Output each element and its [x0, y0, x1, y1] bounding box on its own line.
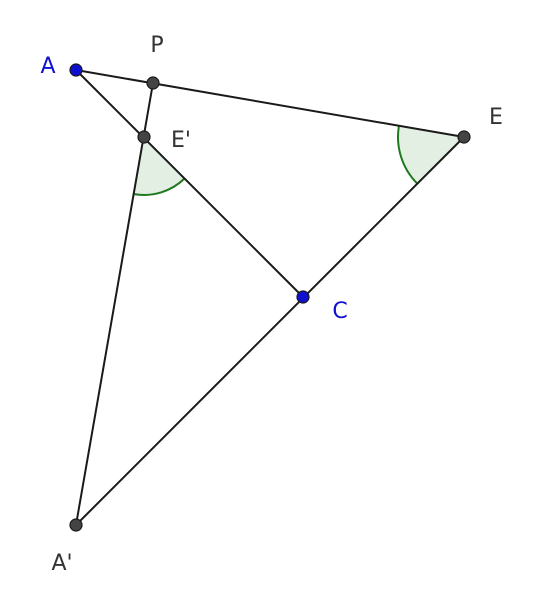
- label-c: C: [332, 299, 347, 324]
- angle-e-sector: [398, 125, 464, 184]
- angle-e1-sector: [133, 137, 185, 196]
- label-a: A: [40, 54, 55, 79]
- segment-a-c[interactable]: [75, 69, 304, 298]
- point-a1[interactable]: [69, 518, 83, 532]
- angle-markers: [133, 125, 464, 196]
- points: [69, 63, 471, 532]
- point-e[interactable]: [457, 130, 471, 144]
- segment-a1-e[interactable]: [75, 136, 465, 526]
- point-p[interactable]: [146, 76, 160, 90]
- label-a1: A': [51, 551, 72, 576]
- label-e: E: [489, 105, 503, 130]
- point-a[interactable]: [69, 63, 83, 77]
- angle-e-arc: [397, 125, 419, 185]
- segment-a-e[interactable]: [75, 69, 465, 138]
- segment-p-a1[interactable]: [75, 82, 154, 526]
- point-e1[interactable]: [137, 130, 151, 144]
- point-c[interactable]: [296, 290, 310, 304]
- label-e1: E': [171, 128, 191, 153]
- angle-e1-arc: [133, 177, 186, 196]
- segments: [75, 69, 465, 526]
- label-p: P: [150, 33, 163, 58]
- point-labels: A P E E' C A': [40, 33, 502, 576]
